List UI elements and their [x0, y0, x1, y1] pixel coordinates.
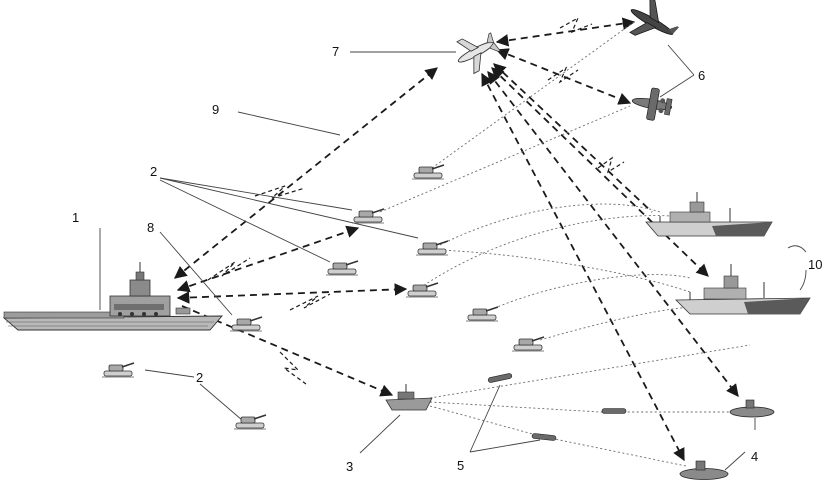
torpedo-3 — [531, 433, 557, 441]
label-1: 1 — [72, 210, 79, 225]
link-drone-sub-bottom — [481, 72, 685, 462]
label-8: 8 — [147, 220, 154, 235]
label-9: 9 — [212, 102, 219, 117]
tank-2 — [351, 208, 385, 224]
tank-9 — [101, 362, 135, 378]
tank-6 — [465, 306, 499, 322]
label-10: 10 — [808, 257, 822, 272]
label-7: 7 — [332, 44, 339, 59]
link-carrier-tank-mid — [176, 225, 360, 293]
attack-plane — [631, 87, 673, 121]
link-drone-attack-plane — [495, 48, 632, 105]
radio-symbols — [207, 16, 625, 385]
link-carrier-tank-right — [176, 283, 408, 304]
number-labels: 1 2 2 3 4 5 6 7 8 9 10 — [72, 44, 822, 474]
link-drone-frigate-top — [493, 63, 653, 213]
tank-4 — [325, 260, 359, 276]
frigate-bottom — [675, 264, 811, 315]
label-3: 3 — [346, 459, 353, 474]
link-drone-jet — [495, 17, 636, 47]
label-5: 5 — [457, 458, 464, 473]
submarine-bottom — [679, 460, 729, 480]
label-6: 6 — [698, 68, 705, 83]
torpedoes — [487, 373, 627, 441]
jet-aircraft — [629, 0, 680, 36]
link-carrier-drone — [174, 67, 438, 279]
tank-3 — [415, 240, 449, 256]
communication-links — [174, 17, 739, 462]
torpedo-2 — [601, 408, 627, 414]
link-drone-frigate — [491, 67, 709, 277]
frigate-top — [645, 192, 773, 237]
tank-7 — [511, 336, 545, 352]
drone — [456, 32, 501, 75]
torpedo-1 — [487, 373, 513, 383]
tank-5 — [405, 282, 439, 298]
tank-1 — [411, 164, 445, 180]
label-2-top: 2 — [150, 164, 157, 179]
submarine-right — [729, 399, 775, 418]
label-4: 4 — [751, 449, 758, 464]
patrol-boat — [385, 384, 433, 411]
tank-8 — [229, 316, 263, 332]
leader-lines — [99, 44, 807, 471]
aircraft-carrier — [2, 262, 223, 331]
label-2-bottom: 2 — [196, 370, 203, 385]
